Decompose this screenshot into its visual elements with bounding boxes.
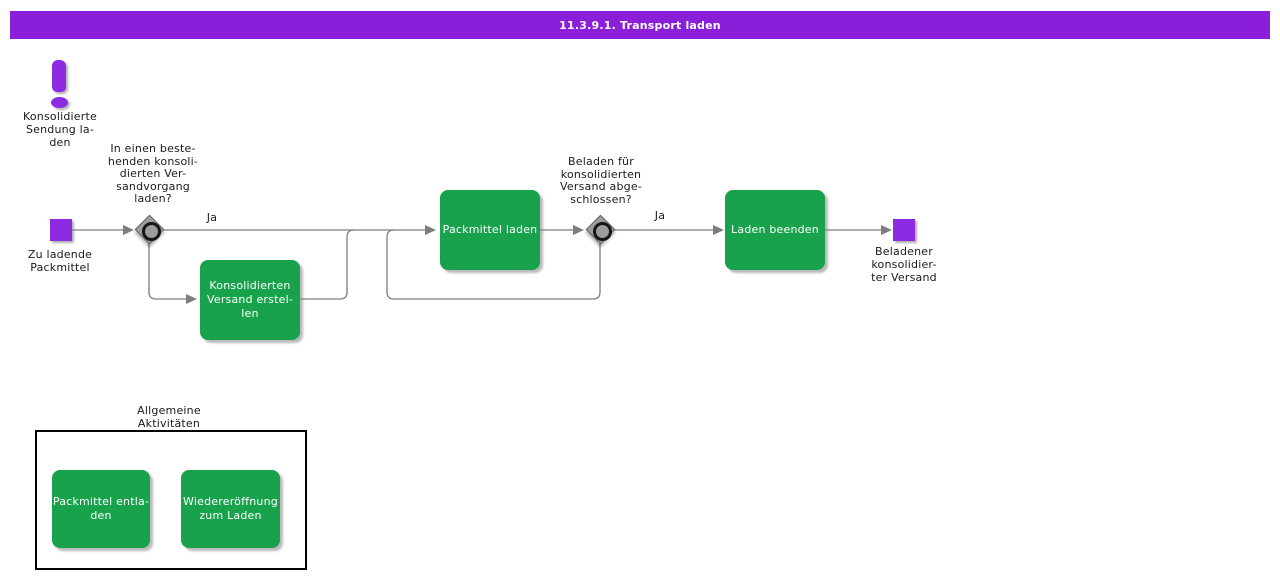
task-reopen-loading[interactable]: Wiedereröffnung zum Laden <box>181 470 280 548</box>
gateway-circle-icon <box>593 222 612 241</box>
decision1-yes-label: Ja <box>206 211 218 224</box>
group-label: Allgemeine Aktivitäten <box>137 404 201 430</box>
task-finish-loading[interactable]: Laden beenden <box>725 190 825 270</box>
diagram-title-bar: 11.3.9.1. Transport laden <box>10 11 1270 39</box>
decision2-yes-label: Ja <box>654 209 666 222</box>
arrowhead <box>123 225 134 235</box>
diagram-title: 11.3.9.1. Transport laden <box>559 18 721 32</box>
start-event-square <box>50 219 72 241</box>
task-create-consolidated-shipment[interactable]: Konsolidierten Versand erstel- len <box>200 260 300 340</box>
arrowhead <box>573 225 584 235</box>
decision2-question: Beladen für konsolidierten Versand abge-… <box>560 155 642 206</box>
arrowhead <box>881 225 892 235</box>
end-event-square <box>893 219 915 241</box>
task-unload-packaging[interactable]: Packmittel entla- den <box>52 470 150 548</box>
decision2-gateway <box>585 214 616 245</box>
end-event-label: Beladener konsolidier- ter Versand <box>871 245 937 284</box>
decision1-gateway <box>134 214 165 245</box>
arrowhead <box>186 294 197 304</box>
exclamation-dot-icon <box>51 97 68 108</box>
connector-decision1-to-create <box>148 243 186 300</box>
gateway-circle-icon <box>142 222 161 241</box>
arrowhead <box>425 225 436 235</box>
decision1-question: In einen beste- henden konsoli- dierten … <box>107 142 199 205</box>
arrowhead <box>713 225 724 235</box>
connector-create-to-load <box>300 229 355 300</box>
trigger-event-label: Konsolidierte Sendung la- den <box>23 110 97 149</box>
exclamation-icon <box>52 60 66 92</box>
start-event-label: Zu ladende Packmittel <box>27 248 93 274</box>
task-load-packaging[interactable]: Packmittel laden <box>440 190 540 270</box>
